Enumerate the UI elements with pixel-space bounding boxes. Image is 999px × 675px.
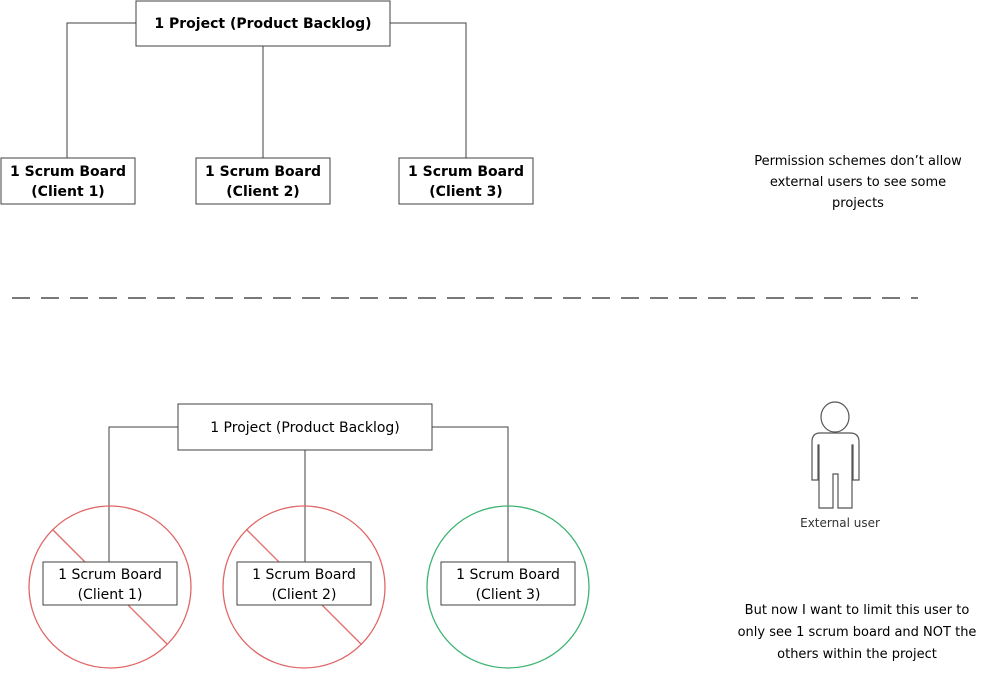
board-client: (Client 3) — [476, 587, 541, 603]
board-title: 1 Scrum Board — [456, 567, 560, 583]
board-client: (Client 2) — [226, 184, 299, 200]
external-user-label: External user — [800, 516, 880, 530]
prohibition-circle — [28, 505, 192, 669]
board-title: 1 Scrum Board — [58, 567, 162, 583]
top-diagram: 1 Project (Product Backlog) 1 Scrum Boar… — [0, 0, 962, 211]
allowed-circle — [426, 505, 590, 669]
board-title: 1 Scrum Board — [205, 164, 321, 180]
allowed-indicator-client-3 — [426, 505, 590, 669]
prohibition-circle — [222, 505, 386, 669]
external-user-icon — [811, 401, 860, 509]
connector-client-1 — [108, 426, 178, 562]
top-board-client-3: 1 Scrum Board (Client 3) — [398, 157, 534, 205]
board-client: (Client 1) — [31, 184, 104, 200]
board-client: (Client 3) — [429, 184, 502, 200]
board-title: 1 Scrum Board — [252, 567, 356, 583]
bottom-note-line-1: But now I want to limit this user to — [745, 603, 970, 618]
top-note-line-2: external users to see some — [770, 175, 946, 190]
top-board-client-2: 1 Scrum Board (Client 2) — [195, 157, 331, 205]
bottom-project-label: 1 Project (Product Backlog) — [210, 420, 400, 436]
bottom-project-box: 1 Project (Product Backlog) — [177, 403, 433, 451]
bottom-diagram: 1 Project (Product Backlog) 1 Scrum Boar… — [28, 401, 977, 669]
top-project-box: 1 Project (Product Backlog) — [135, 0, 391, 47]
top-connectors — [66, 22, 467, 158]
top-note-line-3: projects — [832, 196, 884, 211]
connector-client-1 — [66, 22, 136, 158]
board-client: (Client 2) — [272, 587, 337, 603]
top-note: Permission schemes don’t allow external … — [754, 154, 962, 211]
bottom-board-client-2: 1 Scrum Board (Client 2) — [236, 561, 372, 606]
connector-client-3 — [432, 426, 509, 562]
bottom-board-client-3: 1 Scrum Board (Client 3) — [440, 561, 576, 606]
top-project-label: 1 Project (Product Backlog) — [154, 16, 371, 32]
top-note-line-1: Permission schemes don’t allow — [754, 154, 962, 169]
board-title: 1 Scrum Board — [10, 164, 126, 180]
bottom-note-line-3: others within the project — [777, 647, 937, 662]
top-board-client-1: 1 Scrum Board (Client 1) — [0, 157, 136, 205]
bottom-board-client-1: 1 Scrum Board (Client 1) — [42, 561, 178, 606]
board-title: 1 Scrum Board — [408, 164, 524, 180]
board-client: (Client 1) — [78, 587, 143, 603]
connector-client-3 — [390, 22, 467, 158]
bottom-note: But now I want to limit this user to onl… — [738, 603, 977, 662]
bottom-note-line-2: only see 1 scrum board and NOT the — [738, 625, 977, 640]
